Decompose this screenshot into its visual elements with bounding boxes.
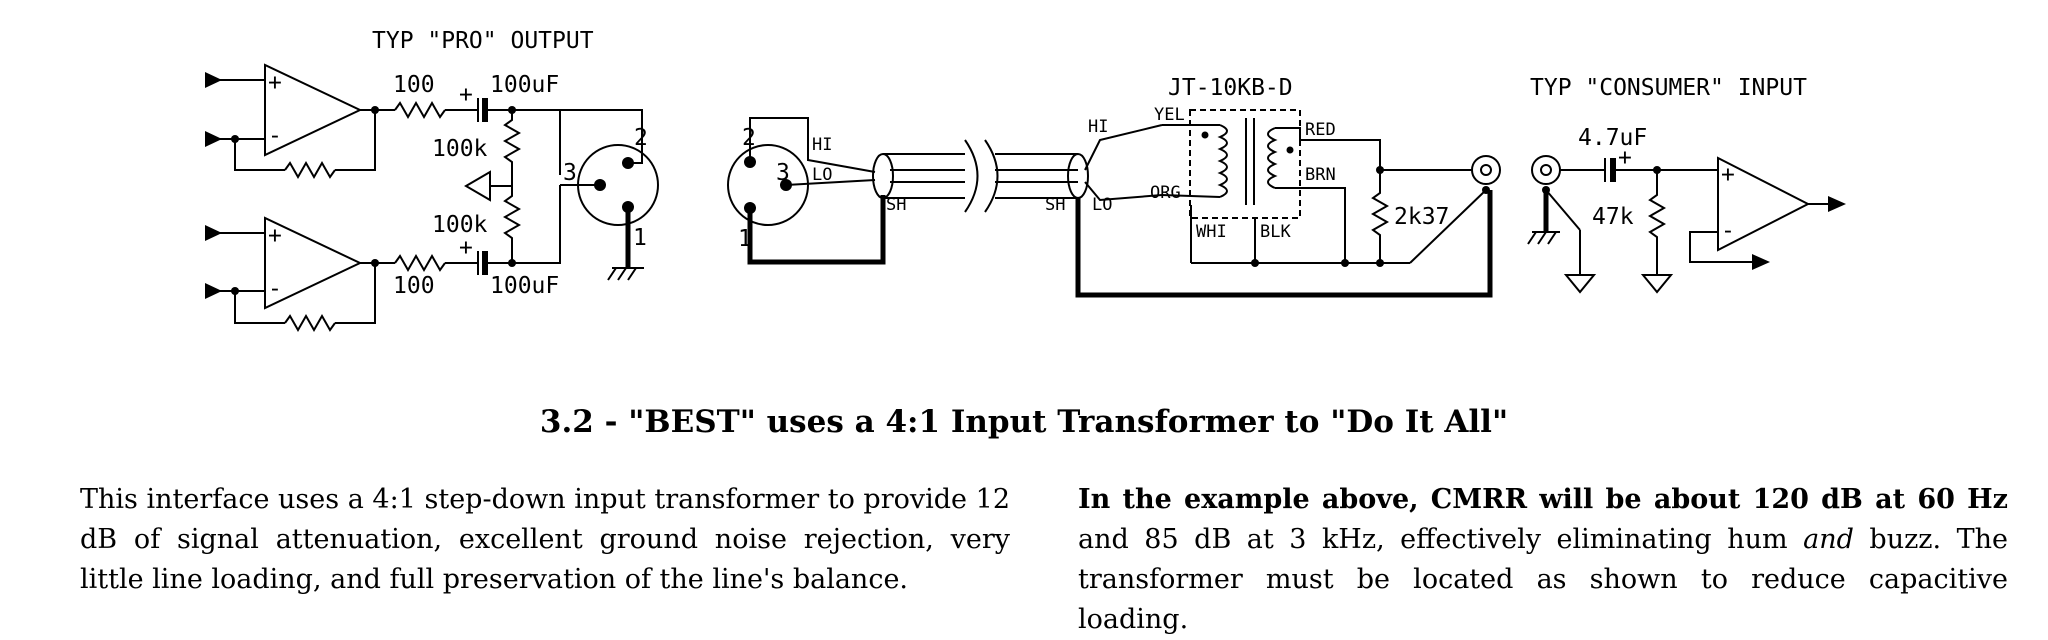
xlr-in-pin2: 2 xyxy=(742,125,756,151)
svg-text:+: + xyxy=(459,235,473,261)
ground-arrow-mid xyxy=(464,170,491,202)
yel-label: YEL xyxy=(1154,105,1185,125)
description-right-part2: buzz. The transformer must be located as… xyxy=(1078,524,2009,635)
description-right-part1: and 85 dB at 3 kHz, effectively eliminat… xyxy=(1078,524,1804,555)
description-right: In the example above, CMRR will be about… xyxy=(1078,480,2008,640)
svg-text:+: + xyxy=(1618,145,1632,171)
org-label: ORG xyxy=(1150,183,1181,203)
lo-right-label: LO xyxy=(1092,195,1112,215)
resistor-100-top xyxy=(394,100,446,120)
opamp-top: + - xyxy=(264,63,363,157)
shielded-cable xyxy=(872,139,1089,213)
feedback-resistor-top xyxy=(284,160,336,180)
chassis-ground-in xyxy=(1527,231,1560,245)
resistor-47k xyxy=(1647,170,1667,275)
rca-input-jack xyxy=(1531,155,1561,185)
xlr-out-pin1: 1 xyxy=(633,225,647,251)
svg-text:+: + xyxy=(1721,162,1735,188)
resistor-100-top-label: 100 xyxy=(393,72,435,98)
resistor-2k37-label: 2k37 xyxy=(1394,204,1449,230)
svg-text:-: - xyxy=(268,276,282,302)
resistor-100k-bottom-label: 100k xyxy=(432,212,488,238)
capacitor-100uf-top: + xyxy=(459,82,488,122)
hi-left-label: HI xyxy=(812,135,832,155)
resistor-47k-label: 47k xyxy=(1592,204,1634,230)
ground-symbol-in-1 xyxy=(1563,274,1597,294)
xlr-in-pin3: 3 xyxy=(776,160,790,186)
figure-caption: 3.2 - "BEST" uses a 4:1 Input Transforme… xyxy=(539,404,1509,440)
transformer-model-label: JT-10KB-D xyxy=(1168,75,1293,101)
feedback-arrow-consumer xyxy=(1752,254,1770,270)
input-transformer xyxy=(1189,109,1301,219)
svg-text:-: - xyxy=(1721,218,1735,244)
opamp-top-minus: - xyxy=(268,123,282,149)
whi-label: WHI xyxy=(1196,222,1227,242)
hi-right-label: HI xyxy=(1088,117,1108,137)
ground-symbol-in-2 xyxy=(1640,274,1674,294)
resistor-100k-top xyxy=(502,110,522,172)
rca-output-jack xyxy=(1471,155,1501,185)
resistor-100k-top-label: 100k xyxy=(432,136,488,162)
resistor-100-bottom xyxy=(394,253,446,273)
lo-left-label: LO xyxy=(812,165,832,185)
capacitor-100uf-top-label: 100uF xyxy=(490,72,559,98)
capacitor-4-7uf-label: 4.7uF xyxy=(1578,125,1647,151)
xlr-out-pin2: 2 xyxy=(634,125,648,151)
opamp-top-plus: + xyxy=(268,70,282,96)
opamp-consumer: + - xyxy=(1717,156,1811,252)
svg-text:+: + xyxy=(268,223,282,249)
resistor-100k-bottom xyxy=(502,186,522,263)
chassis-ground-out xyxy=(607,267,644,281)
resistor-100-bottom-label: 100 xyxy=(393,273,435,299)
svg-text:+: + xyxy=(459,82,473,108)
xlr-out-pin3: 3 xyxy=(563,160,577,186)
description-left: This interface uses a 4:1 step-down inpu… xyxy=(80,484,1010,595)
capacitor-4-7uf: + xyxy=(1604,145,1632,182)
cmrr-highlight: In the example above, CMRR will be about… xyxy=(1078,484,2008,515)
capacitor-100uf-bottom: + xyxy=(459,235,488,275)
brn-label: BRN xyxy=(1305,165,1336,185)
output-arrow-consumer xyxy=(1828,196,1846,212)
xlr-input-connector xyxy=(727,144,809,226)
sh-left-label: SH xyxy=(886,195,906,215)
pro-output-title: TYP "PRO" OUTPUT xyxy=(372,28,594,54)
capacitor-100uf-bottom-label: 100uF xyxy=(490,273,559,299)
opamp-bottom: + - xyxy=(264,216,363,310)
resistor-2k37 xyxy=(1370,170,1390,263)
red-label: RED xyxy=(1305,120,1336,140)
schematic-diagram: TYP "PRO" OUTPUT TYP "CONSUMER" INPUT JT… xyxy=(205,28,1846,333)
sh-right-label: SH xyxy=(1045,195,1065,215)
blk-label: BLK xyxy=(1260,222,1291,242)
feedback-resistor-bottom xyxy=(284,313,336,333)
consumer-input-title: TYP "CONSUMER" INPUT xyxy=(1530,75,1807,101)
description-right-italic: and xyxy=(1803,524,1854,555)
